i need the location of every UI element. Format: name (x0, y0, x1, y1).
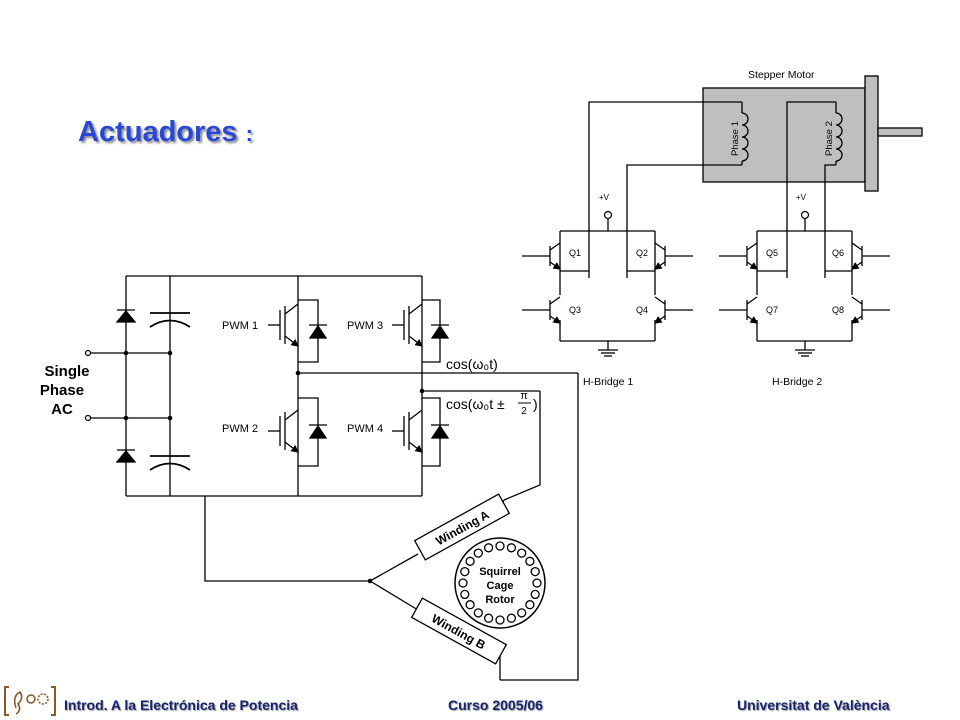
signal-a-label: cos(ω₀t) (446, 356, 498, 372)
ac-terminal-2 (84, 414, 92, 422)
phase2-label: Phase 2 (824, 121, 835, 156)
footer-course: Introd. A la Electrónica de Potencia (64, 697, 298, 713)
rotor-bar (458, 578, 468, 588)
ground-symbol-1 (598, 349, 618, 357)
q7-label: Q7 (766, 305, 778, 315)
q3-label: Q3 (569, 305, 581, 315)
freewheel-diode-2 (308, 424, 328, 439)
rotor-bar (495, 615, 505, 625)
q2-label: Q2 (636, 248, 648, 258)
rotor-bar (530, 589, 540, 600)
rotor-bar (473, 608, 483, 618)
slide-title-suffix: : (245, 121, 253, 146)
phase2-coil (835, 112, 843, 162)
igbt-pwm3 (392, 299, 441, 363)
q6-label: Q6 (832, 248, 844, 258)
transistor-q4 (653, 296, 693, 324)
rectifier-diode-bottom (115, 449, 137, 463)
freewheel-diode-1 (308, 324, 328, 339)
footer-year: Curso 2005/06 (448, 697, 543, 713)
university-logo (4, 686, 56, 716)
supply-terminal-1 (603, 210, 613, 220)
stepper-motor-diagram (559, 75, 923, 350)
rotor-bar (483, 613, 494, 623)
squirrel-cage-rotor: Squirrel Cage Rotor (454, 537, 546, 629)
pwm1-label: PWM 1 (222, 320, 258, 332)
q8-label: Q8 (832, 305, 844, 315)
rotor-bar (465, 556, 475, 566)
h-bridge-2-label: H-Bridge 2 (772, 376, 822, 388)
footer-university: Universitat de València (737, 697, 890, 713)
ac-source-label-3: AC (51, 401, 73, 418)
q4-label: Q4 (636, 305, 648, 315)
rotor-bar (506, 613, 517, 623)
stepper-motor-shaft (877, 127, 923, 137)
phase1-coil (741, 112, 749, 162)
rotor-label-3: Rotor (485, 594, 515, 606)
rotor-bar (525, 556, 535, 566)
rotor-label-2: Cage (487, 580, 514, 592)
rotor-bar (532, 578, 542, 588)
transistor-q3 (522, 296, 562, 324)
h-bridge-1-label: H-Bridge 1 (583, 376, 633, 388)
rotor-bar (460, 589, 470, 600)
freewheel-diode-4 (430, 424, 450, 439)
transistor-q6 (850, 242, 890, 270)
rotor-bar (460, 566, 470, 577)
rotor-bar (530, 566, 540, 577)
transistor-q2 (653, 242, 693, 270)
rotor-bar (517, 548, 527, 558)
ac-terminal-1 (84, 349, 92, 357)
rotor-bar (473, 548, 483, 558)
freewheel-diode-3 (430, 324, 450, 339)
q1-label: Q1 (569, 248, 581, 258)
rotor-bar (483, 543, 494, 553)
rotor-bar (465, 600, 475, 610)
transistor-q5 (719, 242, 759, 270)
rectifier-diode-top (115, 309, 137, 323)
rotor-bar (495, 541, 505, 551)
slide-title: Actuadores : (78, 116, 253, 149)
q5-label: Q5 (766, 248, 778, 258)
ac-source-label-1: Single (44, 363, 89, 380)
supply-label-1: +V (599, 193, 610, 202)
rotor-bar (506, 543, 517, 553)
inverter-diagram (90, 275, 579, 681)
ac-source-label-2: Phase (40, 382, 84, 399)
rotor-bar (525, 600, 535, 610)
transistor-q8 (850, 296, 890, 324)
pwm4-label: PWM 4 (347, 423, 383, 435)
ground-symbol-2 (795, 349, 815, 357)
rotor-bar (517, 608, 527, 618)
transistor-q1 (522, 242, 562, 270)
supply-terminal-2 (800, 210, 810, 220)
signal-b-label: cos(ω₀t ± (446, 396, 505, 412)
signal-b-suffix: ) (533, 396, 538, 412)
stepper-motor-body (702, 87, 866, 183)
transistor-q7 (719, 296, 759, 324)
igbt-pwm2 (268, 397, 319, 467)
phase1-label: Phase 1 (730, 121, 741, 156)
rotor-label-1: Squirrel (479, 566, 521, 578)
pwm3-label: PWM 3 (347, 320, 383, 332)
slide-title-text: Actuadores (78, 116, 238, 148)
signal-b-pi: π (520, 390, 528, 402)
stepper-motor-flange (864, 75, 879, 192)
pwm2-label: PWM 2 (222, 423, 258, 435)
igbt-pwm4 (392, 397, 441, 467)
supply-label-2: +V (796, 193, 807, 202)
signal-b-two: 2 (521, 406, 527, 417)
stepper-motor-label: Stepper Motor (748, 69, 815, 81)
igbt-pwm1 (268, 299, 319, 363)
